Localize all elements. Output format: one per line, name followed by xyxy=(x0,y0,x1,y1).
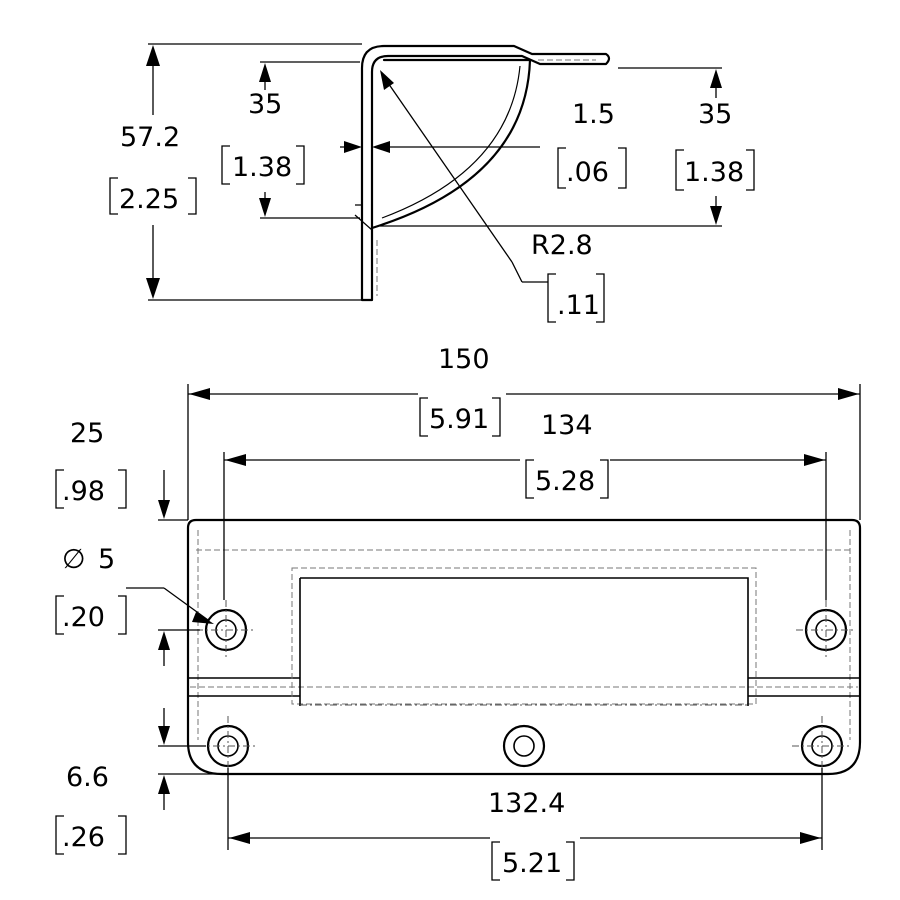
gusset-curve xyxy=(370,58,532,230)
dim-leg-left-mm: 35 xyxy=(248,89,282,120)
dim-bend-radius-mm: R2.8 xyxy=(531,230,593,261)
dim-hole-diameter-in: .20 xyxy=(62,602,105,633)
gusset-inner-curve xyxy=(381,65,521,219)
hole-top-right xyxy=(796,600,856,660)
dim-top-hole-spacing-in: 5.28 xyxy=(535,466,595,497)
dim-overall-height-mm: 57.2 xyxy=(120,122,180,153)
dim-overall-width-mm: 150 xyxy=(438,344,490,375)
dim-bottom-offset-in: .26 xyxy=(62,822,105,853)
side-view: 57.2 2.25 35 1.38 1.5 .06 35 1.38 xyxy=(109,43,755,323)
dim-leg-left-in: 1.38 xyxy=(232,152,292,183)
dim-bottom-offset-mm: 6.6 xyxy=(66,762,109,793)
hole-bottom-left xyxy=(198,716,258,776)
dim-hole-diameter-symbol: ∅ xyxy=(62,544,86,575)
dim-thickness-in: .06 xyxy=(566,157,609,188)
dim-leg-right-mm: 35 xyxy=(698,99,732,130)
dim-bottom-hole-spacing-in: 5.21 xyxy=(502,848,562,879)
dim-bend-radius-in: .11 xyxy=(557,290,600,321)
dim-top-hole-spacing-mm: 134 xyxy=(541,410,593,441)
dim-overall-height-in: 2.25 xyxy=(119,184,179,215)
dim-top-offset-mm: 25 xyxy=(70,418,104,449)
hole-bottom-right xyxy=(792,716,852,776)
hole-bottom-center xyxy=(502,724,546,768)
dim-hole-diameter-mm: 5 xyxy=(98,544,115,575)
front-view: 150 5.91 134 5.28 25 .98 ∅ 5 .20 xyxy=(55,344,862,881)
dim-leg-right-in: 1.38 xyxy=(684,157,744,188)
dim-thickness-mm: 1.5 xyxy=(572,99,615,130)
bracket-profile-outer xyxy=(360,44,611,302)
hole-top-left xyxy=(196,600,256,660)
plate-outline xyxy=(186,518,862,776)
gusset-window xyxy=(299,577,749,696)
dim-top-offset-in: .98 xyxy=(62,476,105,507)
dim-overall-width-in: 5.91 xyxy=(429,404,489,435)
plate-inner-outline xyxy=(196,530,852,740)
dim-bottom-hole-spacing-mm: 132.4 xyxy=(488,788,565,819)
